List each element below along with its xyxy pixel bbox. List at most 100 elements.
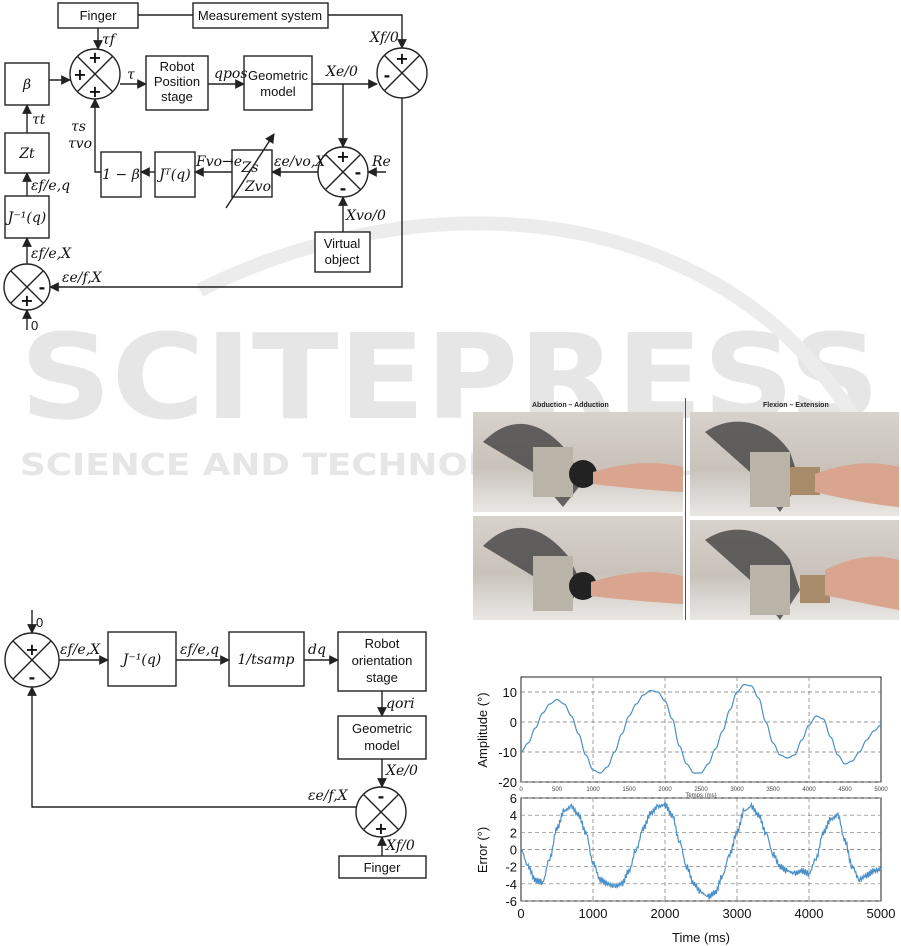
photo-abduction-1 <box>473 412 683 512</box>
x-tick-label: 4500 <box>838 787 852 793</box>
x-tick-label: 500 <box>552 787 563 793</box>
zt-label: Zt <box>18 146 35 162</box>
svg-text:-: - <box>29 668 36 687</box>
svg-text:-: - <box>378 787 385 806</box>
x-tick-label: 2500 <box>694 787 708 793</box>
robot-pos-l1: Robot <box>160 59 195 74</box>
svg-text:+: + <box>88 48 101 67</box>
d1-tau-t: τt <box>32 112 46 128</box>
svg-text:-: - <box>39 278 46 297</box>
geom2-l2: model <box>364 738 400 753</box>
d1-tau-f: τf <box>102 32 118 48</box>
robot-ori-l1: Robot <box>365 636 400 651</box>
diagram-1: Finger Measurement system β Zt J⁻¹(q) Ro… <box>3 2 428 333</box>
y-tick-label: 6 <box>510 791 517 806</box>
x-tick-label: 1500 <box>622 787 636 793</box>
robot-ori-l2: orientation <box>352 653 413 668</box>
d1-tau: τ <box>127 67 135 83</box>
photo-flexion-2 <box>690 520 899 620</box>
d1-zero: 0 <box>31 318 38 333</box>
x-tick-label: 2000 <box>651 906 680 921</box>
d2-x-f0: Xf/0 <box>385 838 415 854</box>
d2-q-ori: qori <box>386 696 415 712</box>
one-minus-beta-label: 1 − β <box>102 167 140 183</box>
x-tick-label: 1000 <box>586 787 600 793</box>
chart1-xlabel: Temps (ms) <box>685 793 716 799</box>
jinv-label-2: J⁻¹(q) <box>120 652 162 668</box>
virtual-l2: object <box>325 252 360 267</box>
d1-eps-feq: εf/e,q <box>31 178 70 194</box>
svg-text:-: - <box>355 163 362 182</box>
measurement-label: Measurement system <box>198 8 322 23</box>
x-tick-label: 2000 <box>658 787 672 793</box>
d1-eps-efx: εe/f,X <box>62 270 103 286</box>
geometric-block-2 <box>337 715 427 760</box>
x-tick-label: 0 <box>519 787 523 793</box>
d1-re: Re <box>371 154 391 170</box>
sum-junction-tau: + + + <box>69 48 121 101</box>
x-tick-label: 5000 <box>874 787 888 793</box>
svg-text:+: + <box>73 65 86 84</box>
x-tick-label: 3000 <box>723 906 752 921</box>
d1-tau-vo: τvo <box>68 136 92 152</box>
svg-text:+: + <box>395 49 408 68</box>
d1-q-pos: qpos <box>214 66 248 82</box>
y-tick-label: -4 <box>505 877 517 892</box>
robot-pos-l3: stage <box>161 89 193 104</box>
zvo-label: Zvo <box>244 179 271 195</box>
chart2-series-line <box>520 801 882 900</box>
geometric-block-1 <box>243 55 313 111</box>
svg-text:+: + <box>20 291 33 310</box>
jt-block <box>154 151 196 198</box>
chart1-series-line <box>520 683 882 774</box>
photo-flexion-1 <box>690 412 899 516</box>
d1-f-vo: Fvo→e <box>195 154 242 170</box>
robot-pos-l2: Position <box>154 74 200 89</box>
d1-x-e0: Xe/0 <box>325 64 358 80</box>
geom1-l1: Geometric <box>248 68 308 83</box>
sum-junction-xf0: + - <box>376 47 428 99</box>
y-tick-label: 0 <box>510 843 517 858</box>
d1-eps-fex: εf/e,X <box>31 246 72 262</box>
chart2-xlabel: Time (ms) <box>672 930 730 945</box>
x-tick-label: 3000 <box>730 787 744 793</box>
y-tick-label: 0 <box>510 715 517 730</box>
photo-abduction-2 <box>473 516 683 620</box>
svg-text:-: - <box>340 179 347 198</box>
x-tick-label: 1000 <box>579 906 608 921</box>
chart2-frame <box>520 797 882 902</box>
svg-text:+: + <box>374 819 387 838</box>
jinv-label-1: J⁻¹(q) <box>5 210 47 226</box>
x-tick-label: 3500 <box>766 787 780 793</box>
virtual-l1: Virtual <box>324 236 361 251</box>
x-tick-label: 4000 <box>802 787 816 793</box>
y-tick-label: 4 <box>510 808 517 823</box>
y-tick-label: -10 <box>498 745 517 760</box>
d2-eps-efx: εe/f,X <box>308 788 349 804</box>
tsamp-label: 1/tsamp <box>237 652 294 668</box>
d1-x-f0: Xf/0 <box>369 30 399 46</box>
sum-junction-efx: - + <box>3 263 51 311</box>
d2-eps-fex: εf/e,X <box>60 642 101 658</box>
y-tick-label: 2 <box>510 825 517 840</box>
d2-zero: 0 <box>36 615 43 630</box>
beta-label: β <box>22 77 31 93</box>
d2-eps-feq: εf/e,q <box>180 642 219 658</box>
photo-title-right: Flexion – Extension <box>763 402 829 409</box>
zs-variable-arrow <box>225 133 275 209</box>
svg-text:+: + <box>25 640 38 659</box>
sum-junction-d2-right: - + <box>355 786 407 838</box>
zt-block <box>4 132 50 174</box>
geom2-l1: Geometric <box>352 721 412 736</box>
diagram-2: J⁻¹(q) 1/tsamp Robot orientation stage G… <box>4 610 427 879</box>
sum-junction-evo: + - - <box>317 146 369 198</box>
chart1-grid <box>521 677 881 783</box>
d2-x-e0: Xe/0 <box>385 763 418 779</box>
chart1-frame <box>520 676 882 783</box>
d1-tau-s: τs <box>71 119 86 135</box>
geom1-l2: model <box>260 84 296 99</box>
